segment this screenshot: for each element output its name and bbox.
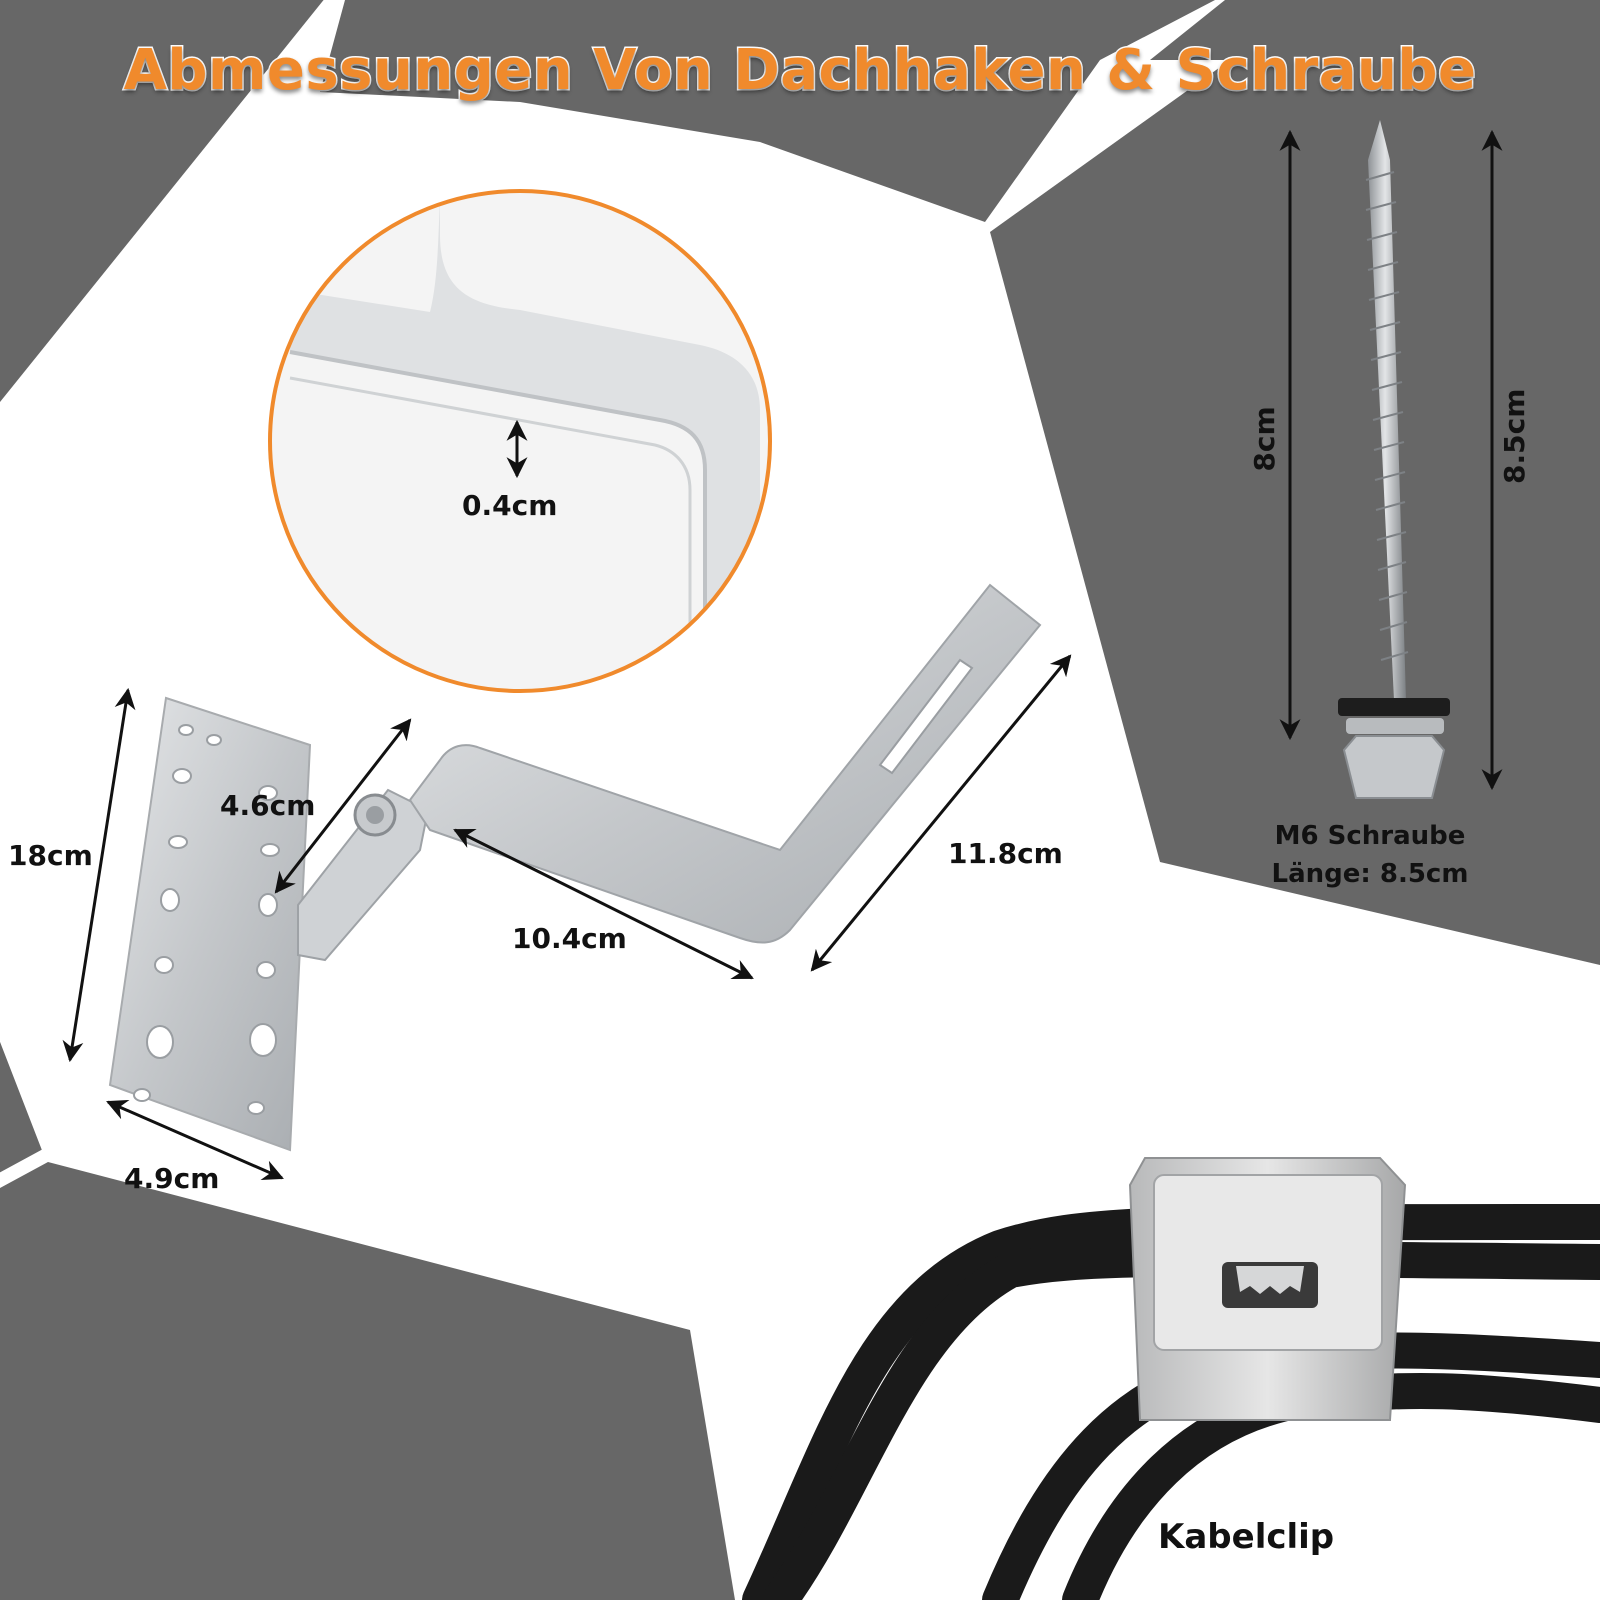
cable-clip-label: Kabelclip <box>1158 1517 1335 1557</box>
screw-thread-length-label: 8cm <box>1248 406 1281 472</box>
hook-dimension-arrows <box>62 654 1072 1181</box>
panel-separators <box>0 0 334 1183</box>
screw-dimension-arrows <box>1279 129 1503 791</box>
screw-name: M6 Schraube <box>1274 821 1466 851</box>
tip-length-label: 11.8cm <box>948 837 1063 870</box>
thickness-label: 0.4cm <box>462 489 558 522</box>
screw-length-text: Länge: 8.5cm <box>1271 858 1469 889</box>
screw-description: M6 Schraube Länge: 8.5cm <box>1250 818 1490 893</box>
zoom-circle <box>268 189 772 693</box>
plate-width-label: 4.9cm <box>124 1162 220 1195</box>
page-title: Abmessungen Von Dachhaken & Schraube <box>122 37 1477 105</box>
screw-illustration <box>1338 120 1450 799</box>
hook-base-plate <box>108 696 312 1152</box>
screw-total-length-label: 8.5cm <box>1498 388 1531 484</box>
cable-clip-panel <box>707 875 1600 1600</box>
arm-length-label: 10.4cm <box>512 922 627 955</box>
adjuster-length-label: 4.6cm <box>220 789 316 822</box>
plate-height-label: 18cm <box>8 839 93 872</box>
